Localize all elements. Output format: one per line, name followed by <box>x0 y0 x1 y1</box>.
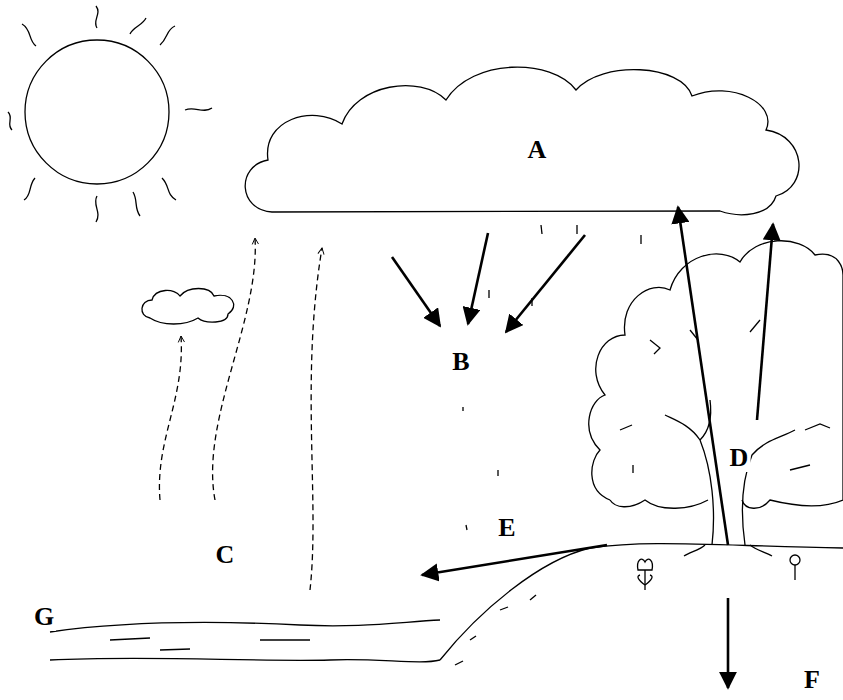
tree <box>589 241 843 556</box>
sun <box>25 40 169 184</box>
sun-rays <box>8 6 212 222</box>
callout-letter: A <box>526 136 549 164</box>
lake <box>50 620 440 662</box>
evaporation-arrows <box>159 238 322 590</box>
callout-letter: F <box>802 666 822 694</box>
callout-letter: C <box>214 541 237 569</box>
callout-letter: B <box>450 348 471 376</box>
callout-letter: D <box>728 444 751 472</box>
grass <box>455 595 536 665</box>
transpiration-arrows <box>422 207 773 688</box>
cloud <box>245 67 799 215</box>
rain-drops <box>463 225 641 530</box>
precipitation-arrows <box>392 233 585 332</box>
callout-letter: G <box>32 603 56 631</box>
flowers <box>638 555 800 590</box>
small-cloud <box>142 289 234 325</box>
callout-letter: E <box>496 514 517 542</box>
